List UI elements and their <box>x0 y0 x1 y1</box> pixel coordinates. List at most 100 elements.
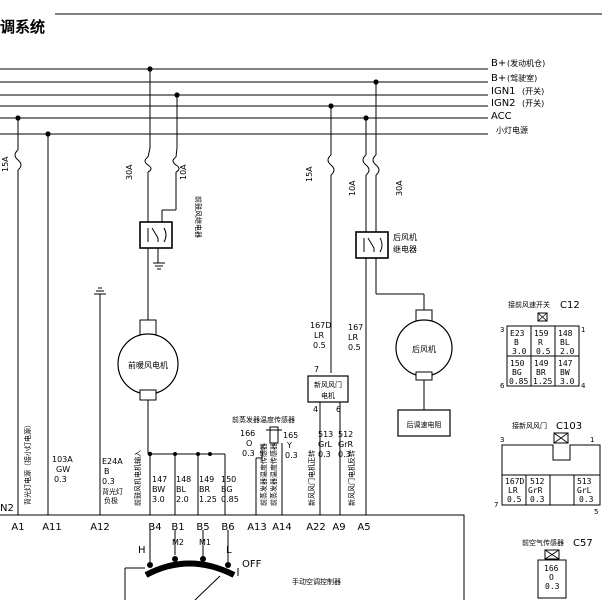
c12-r1c2-c: R <box>538 338 543 347</box>
c103-c2-id: 512 <box>530 477 545 486</box>
switch-h: H <box>138 545 146 556</box>
c12-r2c1-id: 150 <box>510 359 525 368</box>
w513-id: 513 <box>318 430 333 439</box>
we24a-id: E24A <box>102 457 123 466</box>
c103-pin-left: 3 <box>500 436 504 444</box>
pin-a9: A9 <box>332 522 345 533</box>
damper-motor: 7 新风风门 电机 4 6 <box>307 365 349 414</box>
switch-l: L <box>226 545 232 556</box>
c12-r2c3-c: BW <box>560 368 570 377</box>
rear-relay-label-2: 继电器 <box>393 244 417 254</box>
fuse-mid-label: 15A <box>305 166 314 182</box>
c103-code: C103 <box>556 421 582 432</box>
pin-b6: B6 <box>221 522 234 533</box>
w149-size: 1.25 <box>199 495 217 504</box>
w512-size: 0.3 <box>338 450 351 459</box>
w167-id: 167 <box>348 323 363 332</box>
pin-b5: B5 <box>196 522 209 533</box>
c12-r1c3-s: 2.0 <box>560 347 575 356</box>
pin-b1: B1 <box>171 522 184 533</box>
fuse-rear-a-label: 10A <box>348 180 357 196</box>
c12-code: C12 <box>560 300 580 311</box>
w513-size: 0.3 <box>318 450 331 459</box>
rail-label-2: B+ <box>491 73 506 84</box>
we24a-size: 0.3 <box>102 477 115 486</box>
w103a-size: 0.3 <box>54 475 67 484</box>
w167d-color: LR <box>314 331 324 340</box>
front-blower-motor: 前暖风电机 <box>117 319 179 401</box>
fuses <box>14 149 380 176</box>
damper-pin-left: 4 <box>313 405 318 414</box>
desc-a22: 新风风门电机正转 <box>307 450 316 506</box>
c12-r1c2-id: 159 <box>534 329 549 338</box>
pin-a11: A11 <box>42 522 62 533</box>
c12-title: 接前风速开关 <box>508 300 550 309</box>
c12-r2c1-c: BG <box>512 368 522 377</box>
damper-label-1: 新风风门 <box>314 380 342 389</box>
switch-m1: M1 <box>199 538 211 547</box>
c103-c3-id: 513 <box>577 477 592 486</box>
w150-color: BG <box>221 485 233 494</box>
rear-blower-motor: 后风机 <box>395 309 453 381</box>
rear-relay: 后风机 继电器 <box>355 231 417 259</box>
front-relay-label: 前鼓风继电器 <box>194 196 203 238</box>
c12-r2c1-s: 0.85 <box>509 377 528 386</box>
c57-title: 前空气传感器 <box>522 538 564 547</box>
diagram-title: 调系统 <box>0 18 45 36</box>
front-motor-label: 前暖风电机 <box>128 360 168 370</box>
pin-a13: A13 <box>247 522 267 533</box>
c12-r1c3-id: 148 <box>558 329 573 338</box>
c12-pin-tr: 1 <box>581 326 585 334</box>
pin-a12: A12 <box>90 522 110 533</box>
c103-c1-s: 0.5 <box>507 495 522 504</box>
c103-pin-br: 5 <box>594 508 598 516</box>
c103-c3-c: GrL <box>577 486 592 495</box>
we24a-note-2: 负极 <box>104 496 118 505</box>
controller: N2 A1 A11 A12 B4 B1 B5 B6 A13 A14 A22 A9… <box>0 503 465 600</box>
rear-relay-label-1: 后风机 <box>393 232 417 242</box>
c12-pin-tl: 3 <box>500 326 504 334</box>
controller-edge-label: N2 <box>0 503 14 514</box>
w103a-color: GW <box>56 465 70 474</box>
w148-size: 2.0 <box>176 495 189 504</box>
w512-id: 512 <box>338 430 353 439</box>
desc-a13: 前蒸发器温度传感器 <box>259 443 268 506</box>
w150-size: 0.85 <box>221 495 239 504</box>
c12-r1c1-s: 3.0 <box>512 347 527 356</box>
w147-color: BW <box>152 485 165 494</box>
damper-pin-right: 6 <box>336 405 341 414</box>
w166-color: O <box>246 439 252 448</box>
connector-c12: 接前风速开关 C12 3 1 6 4 E23 B 3.0 159 R 0.5 1… <box>500 300 586 390</box>
w513-color: GrL <box>318 440 332 449</box>
fuse-front-a-icon <box>144 156 152 173</box>
sensor-label: 前蒸发器温度传感器 <box>232 415 295 424</box>
desc-a9: 新风风门电机反转 <box>347 450 356 506</box>
front-relay: 前鼓风继电器 <box>139 196 203 249</box>
w147-id: 147 <box>152 475 167 484</box>
c57-id: 166 <box>544 564 559 573</box>
desc-a1: 背光灯电源（接小灯电源） <box>23 421 32 505</box>
rail-note-6: 小灯电源 <box>496 125 528 135</box>
w147-size: 3.0 <box>152 495 165 504</box>
w150-id: 150 <box>221 475 236 484</box>
rail-label-3: IGN1 <box>491 86 516 97</box>
rail-label-4: IGN2 <box>491 98 516 109</box>
pin-a1: A1 <box>11 522 24 533</box>
w149-id: 149 <box>199 475 214 484</box>
wire-descriptions: 背光灯电源（接小灯电源） 前鼓风机电机输入 前蒸发器温度传感器 前蒸发器温度传感… <box>23 421 356 506</box>
c103-pin-bl: 7 <box>494 501 498 509</box>
switch-m2: M2 <box>172 538 184 547</box>
w166-id: 166 <box>240 429 255 438</box>
c12-r1c1-id: E23 <box>510 329 525 338</box>
we24a-note-1: 背光灯 <box>102 487 123 496</box>
damper-label-2: 电机 <box>321 391 335 400</box>
rail-note-4: (开关) <box>522 98 544 108</box>
evap-temp-sensor: 前蒸发器温度传感器 <box>232 415 295 444</box>
c12-pin-br: 4 <box>581 382 586 390</box>
fuse-rear-b-label: 30A <box>395 180 404 196</box>
c12-r2c2-s: 1.25 <box>533 377 552 386</box>
desc-a14: 前蒸发器温度传感器 <box>269 443 278 506</box>
rail-note-2: (驾驶室) <box>507 73 537 83</box>
connector-c103: 接新风风门 C103 3 1 167D LR 0.5 512 GrR 0.3 5… <box>494 421 601 516</box>
we24a-color: B <box>104 467 110 476</box>
